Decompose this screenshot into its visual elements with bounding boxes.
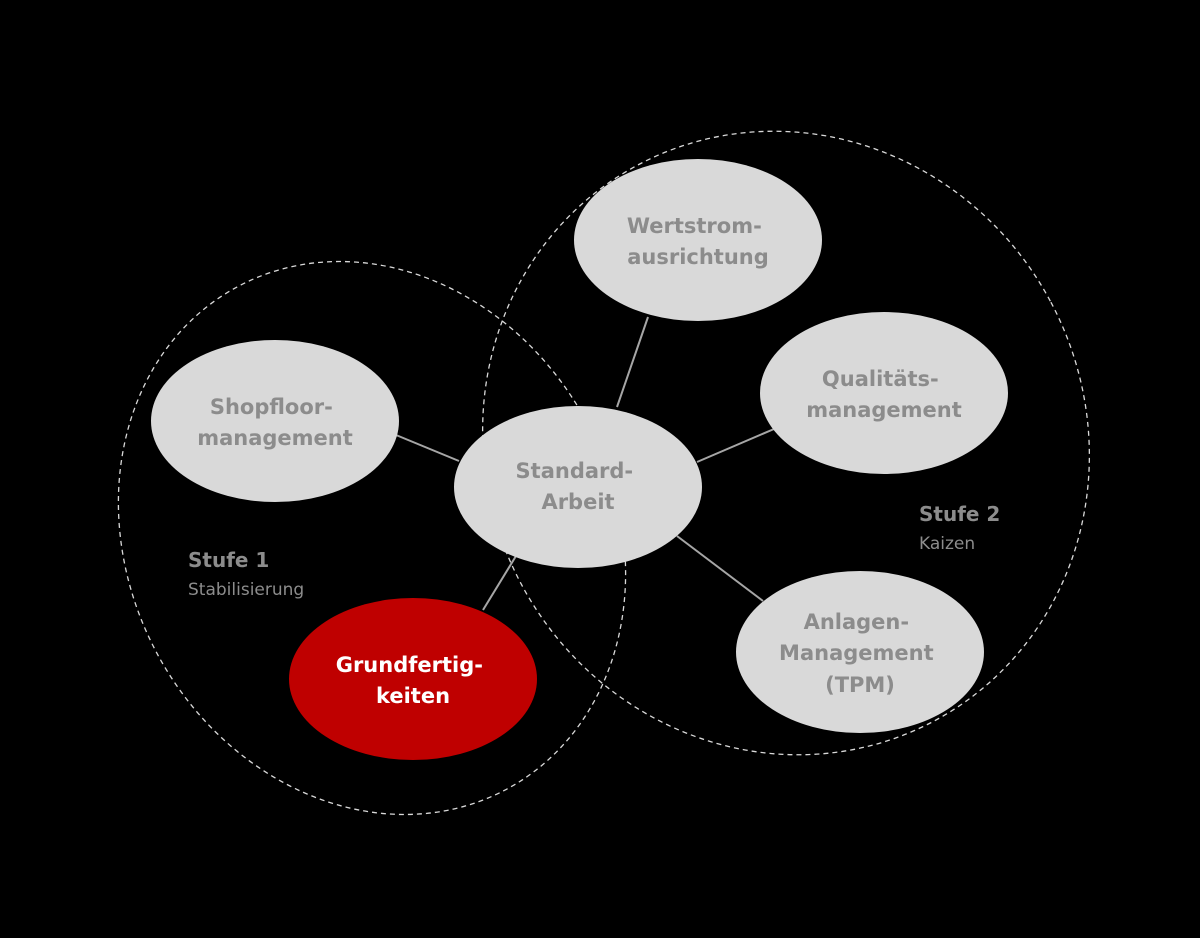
group-boundary-stufe2	[481, 130, 1091, 756]
node-standard-arbeit-line-2: Arbeit	[541, 490, 614, 514]
stage-label-stufe1: Stufe 1 Stabilisierung	[188, 548, 304, 600]
node-anlagen-management-line-2: Management	[779, 641, 934, 665]
node-qualitaetsmanagement-line-2: management	[806, 398, 962, 422]
node-anlagen-management-shape	[736, 571, 984, 733]
node-grundfertigkeiten-shape	[289, 598, 537, 760]
stage-subtitle-stufe1: Stabilisierung	[188, 580, 304, 600]
node-shopfloormanagement-label: Shopfloor- management	[197, 395, 353, 450]
connector-center-grundfertigkeiten	[482, 555, 517, 611]
node-standard-arbeit-line-1: Standard-	[516, 459, 634, 483]
node-grundfertigkeiten: Grundfertig- keiten	[289, 598, 537, 760]
node-wertstromausrichtung-line-1: Wertstrom-	[627, 214, 762, 238]
node-grundfertigkeiten-line-1: Grundfertig-	[336, 653, 483, 677]
stage-label-stufe2: Stufe 2 Kaizen	[919, 502, 1000, 554]
connectors	[395, 316, 775, 611]
node-standard-arbeit: Standard- Arbeit	[454, 406, 702, 568]
node-anlagen-management-line-3: (TPM)	[825, 673, 895, 697]
node-anlagen-management: Anlagen- Management (TPM)	[736, 571, 984, 733]
node-qualitaetsmanagement: Qualitäts- management	[760, 312, 1008, 474]
stage-title-stufe1: Stufe 1	[188, 548, 269, 572]
node-shopfloormanagement-shape	[151, 340, 399, 502]
connector-center-anlagen	[676, 535, 764, 602]
node-standard-arbeit-label: Standard- Arbeit	[516, 459, 641, 514]
node-shopfloormanagement-line-2: management	[197, 426, 353, 450]
node-anlagen-management-line-1: Anlagen-	[804, 610, 910, 634]
node-qualitaetsmanagement-shape	[760, 312, 1008, 474]
node-grundfertigkeiten-label: Grundfertig- keiten	[336, 653, 491, 708]
node-wertstromausrichtung: Wertstrom- ausrichtung	[574, 159, 822, 321]
stage-title-stufe2: Stufe 2	[919, 502, 1000, 526]
connector-center-wertstrom	[616, 316, 649, 408]
node-grundfertigkeiten-line-2: keiten	[376, 684, 450, 708]
node-shopfloormanagement: Shopfloor- management	[151, 340, 399, 502]
stage-subtitle-stufe2: Kaizen	[919, 534, 975, 554]
node-wertstromausrichtung-label: Wertstrom- ausrichtung	[627, 214, 769, 269]
node-standard-arbeit-shape	[454, 406, 702, 568]
node-wertstromausrichtung-line-2: ausrichtung	[627, 245, 769, 269]
connector-center-shopfloor	[395, 434, 460, 462]
node-qualitaetsmanagement-label: Qualitäts- management	[806, 367, 962, 422]
node-wertstromausrichtung-shape	[574, 159, 822, 321]
node-shopfloormanagement-line-1: Shopfloor-	[210, 395, 333, 419]
node-qualitaetsmanagement-line-1: Qualitäts-	[822, 367, 939, 391]
node-anlagen-management-label: Anlagen- Management (TPM)	[779, 610, 941, 697]
connector-center-qualitaet	[696, 428, 775, 463]
